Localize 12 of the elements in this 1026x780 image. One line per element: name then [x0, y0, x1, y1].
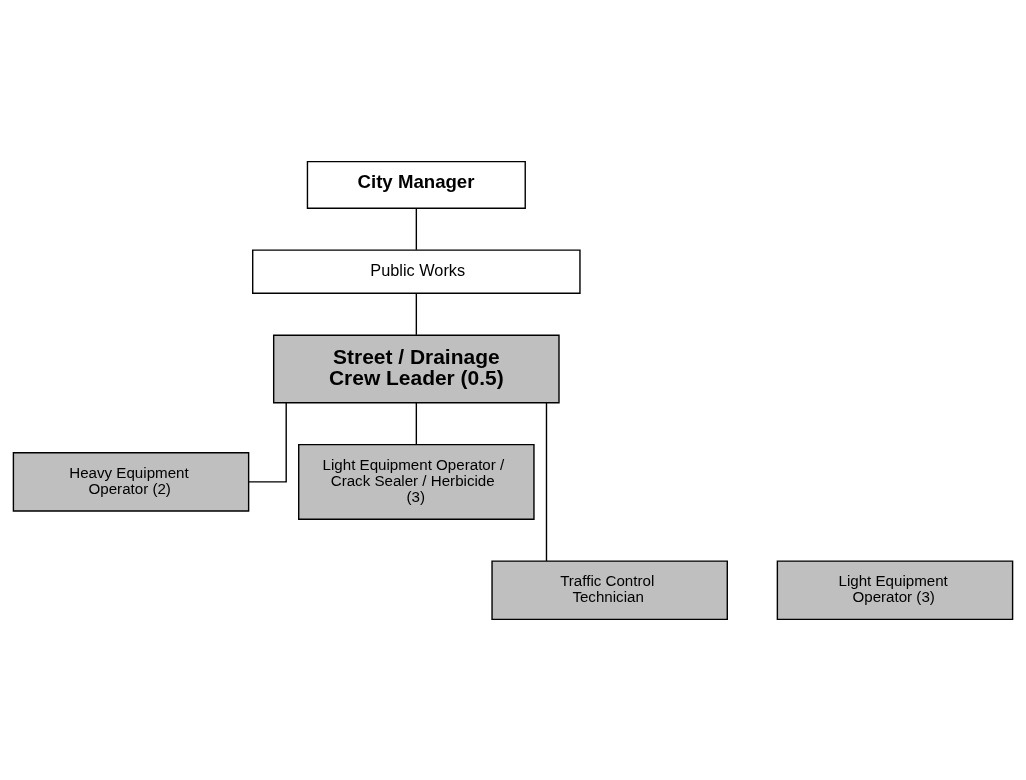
node-box: Traffic Control Technician — [491, 559, 728, 620]
node-box: Light Equipment Operator / Crack Sealer / Herbicide (3) — [298, 443, 535, 520]
node-box: Public Works — [252, 248, 581, 294]
connector — [545, 401, 548, 562]
node-box: Street / Drainage Crew Leader (0.5) — [273, 334, 560, 403]
connector — [415, 207, 418, 250]
connector — [415, 292, 418, 336]
node-box: City Manager — [306, 160, 526, 209]
node-box: Heavy Equipment Operator (2) — [12, 451, 250, 512]
connector — [248, 401, 287, 483]
connector — [415, 401, 418, 445]
node-box: Light Equipment Operator (3) — [776, 559, 1014, 620]
